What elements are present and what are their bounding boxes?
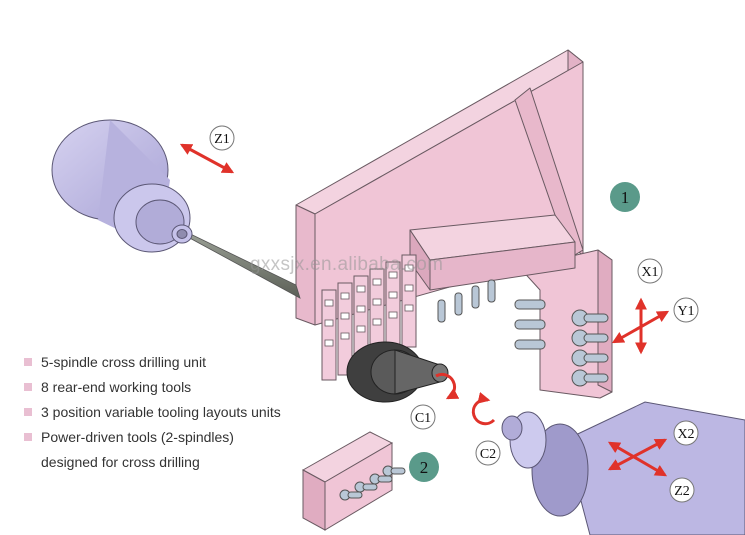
rear-tool-holders [321, 254, 417, 381]
z2-arrow [607, 441, 668, 477]
unit-1-badge: 1 [610, 182, 640, 212]
bullet-icon [24, 358, 32, 366]
feature-list: 5-spindle cross drilling unit 8 rear-end… [22, 350, 322, 475]
main-frame [295, 49, 613, 399]
feature-text: 5-spindle cross drilling unit [41, 354, 206, 370]
z1-arrow [179, 143, 235, 174]
feature-item: 8 rear-end working tools [22, 375, 322, 400]
sub-chuck [346, 341, 449, 403]
c1-text: C1 [415, 411, 431, 426]
unit-2-block [301, 431, 406, 531]
feature-item: Power-driven tools (2-spindles) [22, 425, 322, 450]
bullet-icon [24, 383, 32, 391]
unit-2-number: 2 [420, 458, 429, 477]
x2-label: X2 [673, 420, 699, 446]
feature-text: Power-driven tools (2-spindles) [41, 429, 234, 445]
watermark: gxxsjx.en.alibaba.com [250, 254, 444, 275]
x1-text: X1 [641, 265, 658, 280]
z2-label: Z2 [669, 477, 695, 503]
bullet-icon [24, 433, 32, 441]
y1-text: Y1 [677, 304, 694, 319]
feature-text: 3 position variable tooling layouts unit… [41, 404, 281, 420]
counter-spindle [501, 401, 745, 535]
x2-text: X2 [677, 427, 694, 442]
main-chuck [51, 119, 193, 253]
c1-label: C1 [410, 404, 436, 430]
feature-item: 5-spindle cross drilling unit [22, 350, 322, 375]
spindle [514, 299, 546, 350]
x1-label: X1 [637, 258, 663, 284]
axis-arrows [179, 143, 670, 477]
y1-arrow [611, 310, 670, 344]
tool-holder [321, 289, 337, 381]
axis-labels: Z1 X1 Y1 C1 C2 X2 Z2 [209, 125, 699, 503]
z1-label: Z1 [209, 125, 235, 151]
unit-1-number: 1 [621, 188, 630, 207]
unit-2-badge: 2 [409, 452, 439, 482]
feature-continuation: designed for cross drilling [41, 454, 200, 470]
feature-text: 8 rear-end working tools [41, 379, 192, 395]
c2-label: C2 [475, 440, 501, 466]
tool-holder [337, 282, 353, 376]
y1-label: Y1 [673, 297, 699, 323]
z1-text: Z1 [214, 132, 230, 147]
bullet-icon [24, 408, 32, 416]
z2-text: Z2 [674, 484, 690, 499]
tool-holder [401, 254, 417, 348]
cross-drilling-spindles [437, 279, 609, 387]
c2-rotation-arrow [471, 392, 496, 426]
c2-text: C2 [480, 447, 496, 462]
c1-rotation-arrow [435, 372, 460, 400]
feature-item: 3 position variable tooling layouts unit… [22, 400, 322, 425]
